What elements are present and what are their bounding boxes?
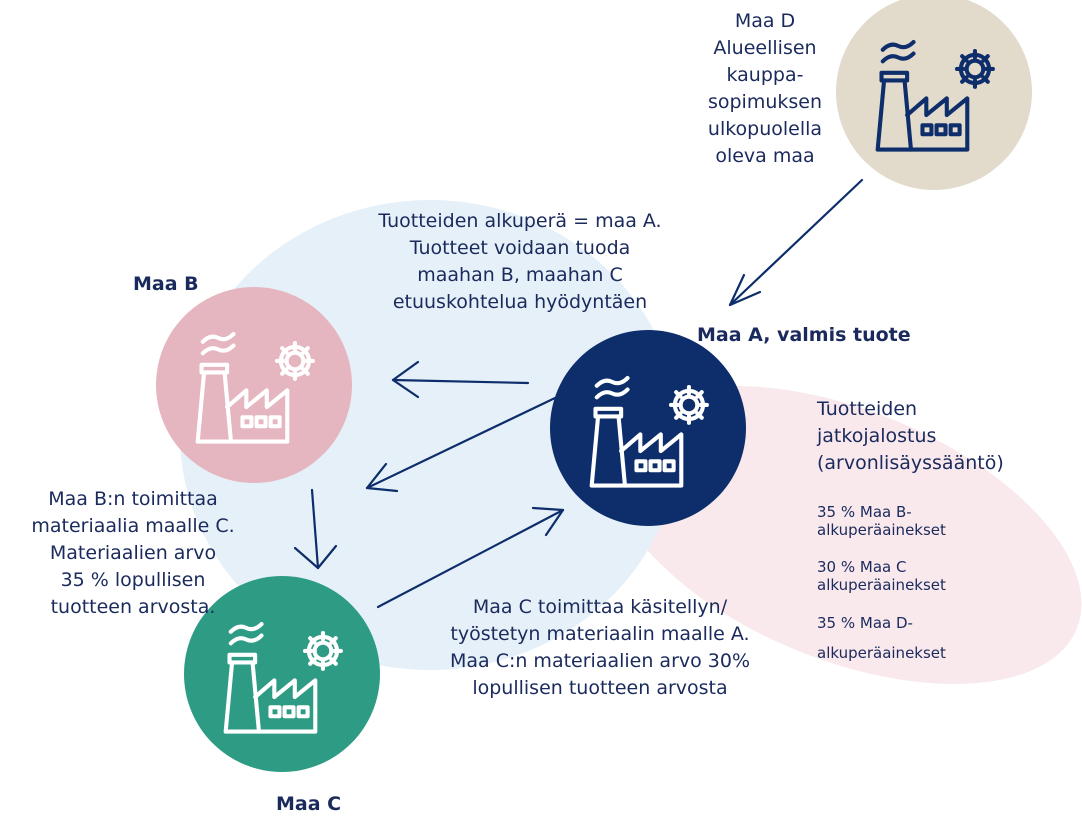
b-to-c-note-line: Maa B:n toimittaa bbox=[48, 488, 218, 510]
c-to-a-note-line: työstetyn materiaalin maalle A. bbox=[450, 623, 750, 645]
share-d: 35 % Maa D- alkuperäainekset bbox=[817, 614, 946, 662]
share-d-line: 35 % Maa D- bbox=[817, 614, 913, 632]
c-to-a-note-line: Maa C:n materiaalien arvo 30% bbox=[449, 650, 751, 672]
origin-note-line: etuuskohtelua hyödyntäen bbox=[392, 291, 648, 313]
arrow-b-to-c bbox=[293, 488, 338, 570]
c-to-a-note-line: lopullisen tuotteen arvosta bbox=[472, 677, 728, 699]
c-to-a-note: Maa C toimittaa käsitellyn/ työstetyn ma… bbox=[400, 594, 800, 702]
country-d-circle bbox=[836, 0, 1032, 190]
b-to-c-note: Maa B:n toimittaa materiaalia maalle C. … bbox=[8, 486, 258, 621]
b-to-c-note-line: Materiaalien arvo bbox=[49, 542, 217, 564]
c-to-a-note-line: Maa C toimittaa käsitellyn/ bbox=[472, 596, 728, 618]
processing-note-line: Tuotteiden bbox=[817, 398, 918, 420]
share-c: 30 % Maa C alkuperäainekset bbox=[817, 558, 946, 594]
country-b-label: Maa B bbox=[133, 273, 199, 295]
country-c-label: Maa C bbox=[276, 793, 342, 815]
country-d-line: Alueellisen bbox=[713, 37, 817, 59]
country-d-line: Maa D bbox=[734, 10, 796, 32]
processing-note-line: jatkojalostus bbox=[817, 425, 937, 447]
country-d-label: Maa D Alueellisen kauppa- sopimuksen ulk… bbox=[700, 8, 830, 170]
share-c-line: 30 % Maa C bbox=[817, 558, 907, 576]
b-to-c-note-line: tuotteen arvosta. bbox=[50, 596, 216, 618]
country-b-circle bbox=[156, 287, 352, 483]
country-a-circle bbox=[550, 330, 746, 526]
share-b: 35 % Maa B- alkuperäainekset bbox=[817, 503, 946, 539]
share-b-line: alkuperäainekset bbox=[817, 521, 946, 539]
country-d-line: oleva maa bbox=[715, 145, 815, 167]
arrow-c-to-a bbox=[376, 506, 565, 609]
country-a-label: Maa A, valmis tuote bbox=[697, 324, 911, 346]
share-c-line: alkuperäainekset bbox=[817, 576, 946, 594]
country-d-line: kauppa- bbox=[726, 64, 804, 86]
arrow-d-to-a bbox=[728, 178, 864, 307]
arrow-a-to-b bbox=[391, 360, 530, 399]
share-d-line: alkuperäainekset bbox=[817, 644, 946, 662]
country-c-circle bbox=[184, 576, 380, 772]
country-d-line: sopimuksen bbox=[707, 91, 823, 113]
origin-note-line: maahan B, maahan C bbox=[417, 264, 623, 286]
share-b-line: 35 % Maa B- bbox=[817, 503, 912, 521]
arrow-a-to-c bbox=[365, 396, 557, 493]
b-to-c-note-line: materiaalia maalle C. bbox=[31, 515, 235, 537]
processing-note-line: (arvonlisäyssääntö) bbox=[817, 452, 1004, 474]
origin-note-line: Tuotteet voidaan tuoda bbox=[409, 237, 631, 259]
origin-note-line: Tuotteiden alkuperä = maa A. bbox=[378, 210, 662, 232]
origin-note: Tuotteiden alkuperä = maa A. Tuotteet vo… bbox=[355, 208, 685, 316]
processing-note: Tuotteiden jatkojalostus (arvonlisäyssää… bbox=[817, 396, 1004, 477]
b-to-c-note-line: 35 % lopullisen bbox=[60, 569, 206, 591]
country-d-line: ulkopuolella bbox=[707, 118, 823, 140]
